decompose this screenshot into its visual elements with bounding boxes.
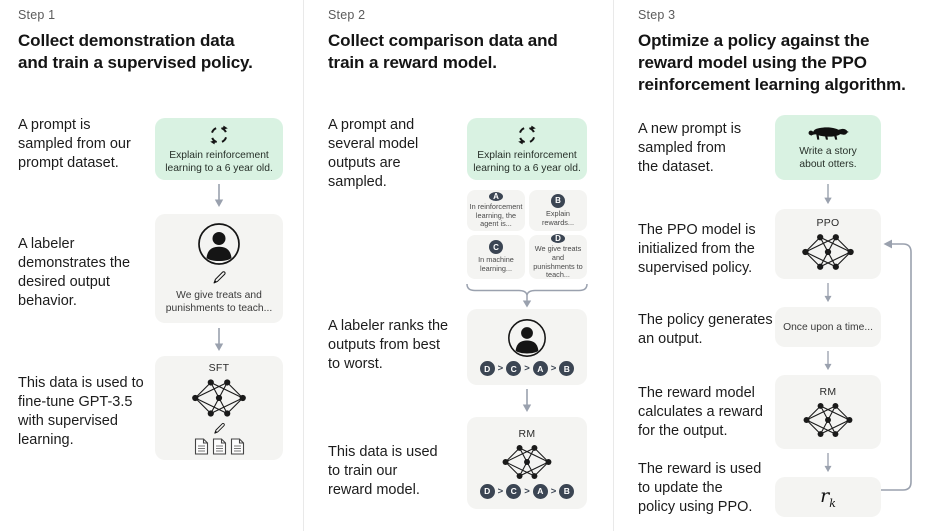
down-arrow-icon: [824, 184, 832, 205]
reward-symbol: rk: [820, 484, 836, 510]
down-arrow-icon: [824, 351, 832, 371]
reward-card: rk: [775, 477, 881, 517]
rank-badge: A: [532, 361, 548, 376]
ppo-label: PPO: [816, 216, 840, 229]
loop-arrow-icon: [881, 239, 912, 491]
documents-row: [194, 437, 245, 455]
prompt-card: Explain reinforcement learning to a 6 ye…: [155, 118, 283, 180]
caption-labeler-demonstrates: A labeler demonstrates the desired outpu…: [18, 236, 131, 309]
rank-badge: B: [559, 361, 575, 376]
pencil-icon: [213, 422, 225, 434]
ranking-row: D > C > A > B: [479, 483, 575, 499]
caption-update-policy: The reward is used to update the policy …: [638, 461, 762, 515]
caption-ppo-init: The PPO model is initialized from the su…: [638, 222, 756, 276]
output-card-c: C In machine learning...: [467, 235, 525, 279]
caption-prompt-sampled: A prompt is sampled from our prompt data…: [18, 117, 131, 171]
rank-badge: B: [559, 483, 575, 499]
caption-labeler-ranks: A labeler ranks the outputs from best to…: [328, 318, 449, 372]
down-arrow-icon: [824, 283, 832, 303]
prompt-text: Explain reinforcement learning to a 6 ye…: [165, 149, 273, 174]
cycle-icon: [210, 125, 228, 144]
output-badge: D: [551, 233, 565, 243]
rank-badge: D: [479, 483, 495, 499]
document-icon: [194, 437, 208, 455]
person-icon: [198, 223, 240, 265]
rm-model-card: RM: [775, 375, 881, 449]
caption-policy-output: The policy generates an output.: [638, 312, 773, 347]
rank-badge: C: [506, 483, 522, 499]
rm-label: RM: [819, 385, 837, 398]
labeler-demo-text: We give treats and punishments to teach.…: [165, 290, 273, 314]
brace-arrow-icon: [466, 283, 588, 308]
column-divider: [303, 0, 304, 531]
output-card-a: A In reinforcement learning, the agent i…: [467, 190, 525, 231]
column-divider: [613, 0, 614, 531]
caption-rm-reward: The reward model calculates a reward for…: [638, 385, 763, 439]
down-arrow-icon: [214, 328, 224, 351]
rank-separator: >: [550, 363, 557, 374]
rank-separator: >: [524, 363, 530, 374]
ranking-card: D > C > A > B: [467, 309, 587, 385]
network-icon: [803, 402, 853, 437]
step-1-panel: Step 1 Collect demonstration data and tr…: [0, 0, 303, 531]
prompt-text: Write a story about otters.: [799, 145, 857, 170]
otter-icon: [808, 126, 849, 140]
step-heading: Optimize a policy against the reward mod…: [638, 31, 906, 94]
output-card-d: D We give treats and punishments to teac…: [529, 233, 587, 280]
prompt-card: Write a story about otters.: [775, 115, 881, 180]
caption-new-prompt: A new prompt is sampled from the dataset…: [638, 121, 742, 175]
network-icon: [502, 444, 552, 479]
step-heading: Collect comparison data and train a rewa…: [328, 31, 558, 72]
caption-finetune-gpt: This data is used to fine-tune GPT-3.5 w…: [18, 375, 144, 448]
rm-model-card: RM D > C > A: [467, 417, 587, 509]
cycle-icon: [518, 125, 536, 144]
output-badge: A: [489, 191, 503, 201]
network-icon: [192, 378, 246, 417]
person-icon: [508, 319, 546, 357]
step-heading: Collect demonstration data and train a s…: [18, 31, 253, 72]
prompt-card: Explain reinforcement learning to a 6 ye…: [467, 118, 587, 180]
rank-badge: C: [506, 361, 522, 376]
output-text: In machine learning...: [478, 255, 514, 273]
ppo-model-card: PPO: [775, 209, 881, 279]
step-3-panel: Step 3 Optimize a policy against the rew…: [620, 0, 931, 531]
caption-outputs-sampled: A prompt and several model outputs are s…: [328, 117, 419, 190]
generated-output-text: Once upon a time...: [783, 321, 873, 333]
rank-separator: >: [497, 485, 504, 497]
output-card-b: B Explain rewards...: [529, 190, 587, 231]
output-text: Explain rewards...: [541, 208, 575, 227]
sft-label: SFT: [208, 361, 230, 374]
rank-badge: D: [479, 361, 495, 376]
sft-model-card: SFT: [155, 356, 283, 460]
step-2-panel: Step 2 Collect comparison data and train…: [310, 0, 613, 531]
rank-separator: >: [524, 485, 530, 497]
rank-badge: A: [532, 483, 548, 499]
step-label: Step 1: [18, 8, 56, 22]
pencil-icon: [213, 271, 226, 284]
document-icon: [212, 437, 226, 455]
network-icon: [802, 233, 854, 270]
document-icon: [230, 437, 244, 455]
rank-separator: >: [550, 485, 557, 497]
output-text: In reinforcement learning, the agent is.…: [469, 201, 523, 229]
prompt-text: Explain reinforcement learning to a 6 ye…: [473, 149, 581, 174]
labeler-card: We give treats and punishments to teach.…: [155, 214, 283, 323]
down-arrow-icon: [214, 184, 224, 207]
output-badge: B: [551, 193, 565, 208]
rm-label: RM: [518, 427, 536, 440]
generated-output-card: Once upon a time...: [775, 307, 881, 347]
rank-separator: >: [497, 363, 504, 374]
caption-train-reward-model: This data is used to train our reward mo…: [328, 444, 438, 498]
down-arrow-icon: [824, 453, 832, 473]
down-arrow-icon: [522, 389, 532, 412]
output-badge: C: [489, 240, 503, 255]
step-label: Step 3: [638, 8, 676, 22]
output-text: We give treats and punishments to teach.…: [533, 243, 583, 280]
step-label: Step 2: [328, 8, 366, 22]
ranking-row: D > C > A > B: [479, 361, 575, 376]
